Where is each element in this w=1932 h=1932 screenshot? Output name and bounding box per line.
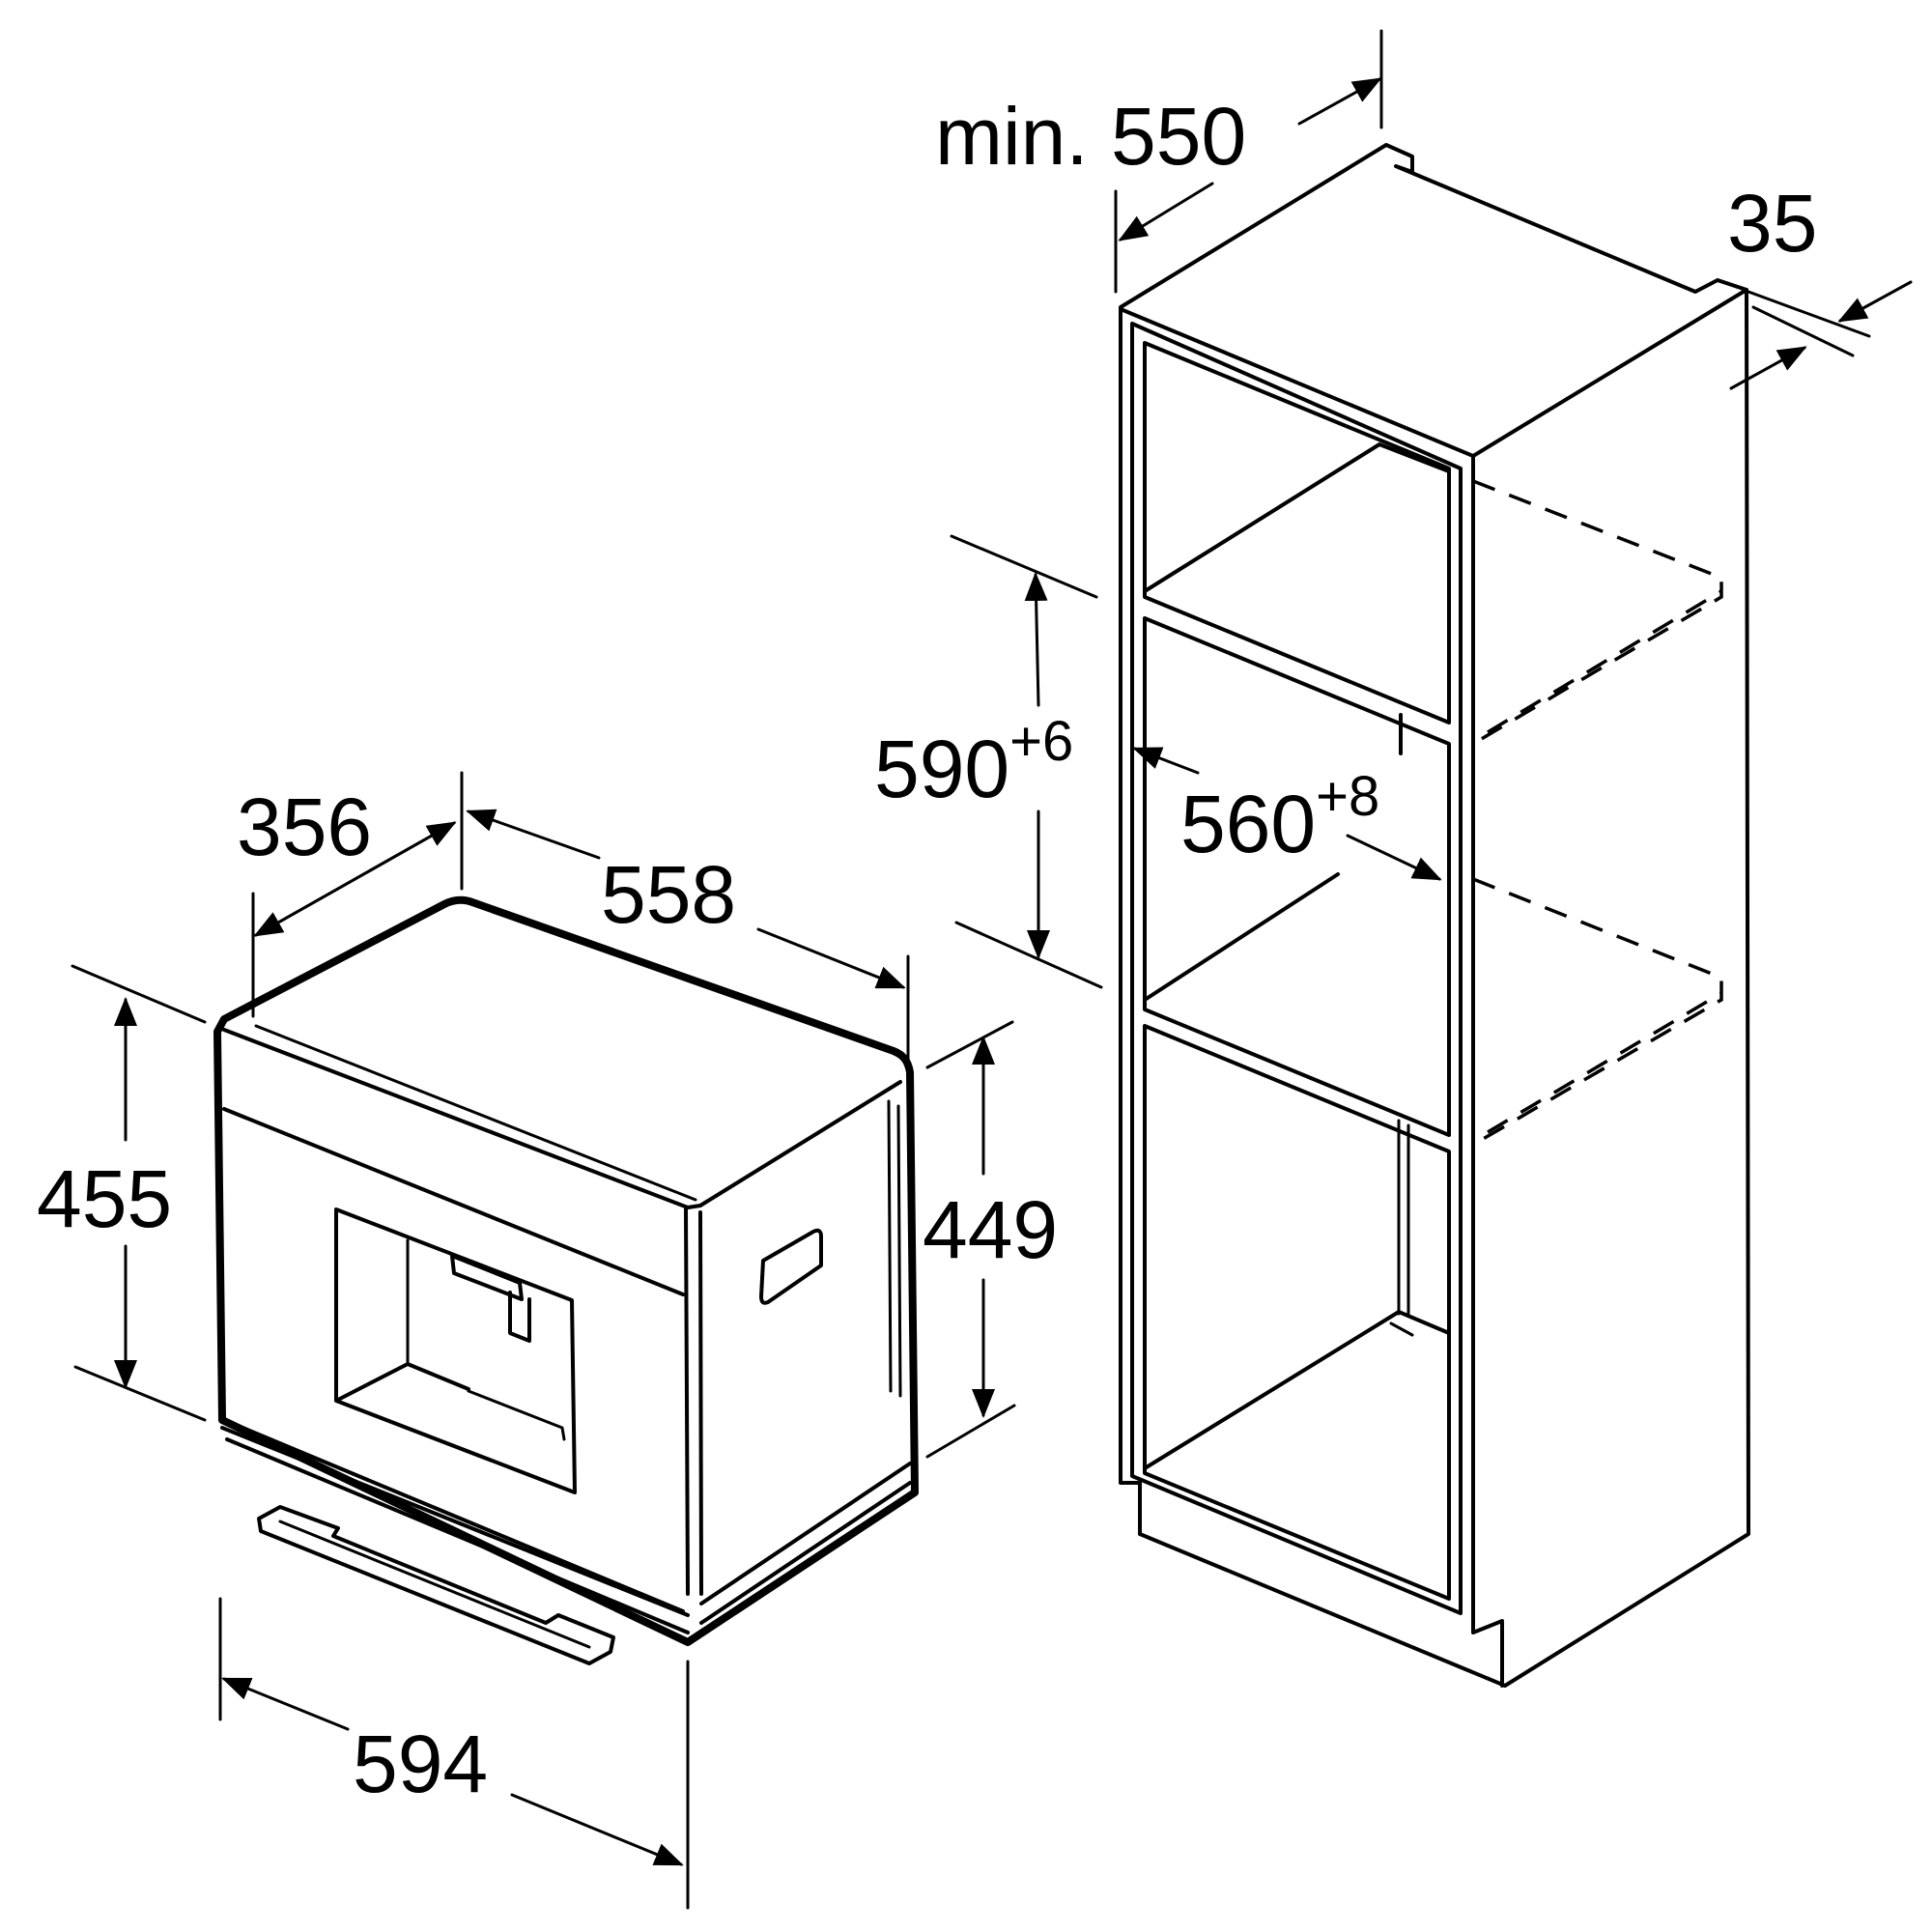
dim-558-line-b bbox=[756, 927, 906, 989]
dim-560-line-a bbox=[1132, 747, 1200, 775]
dim-590-label: 590+6 bbox=[874, 710, 1073, 814]
cabinet-upper-niche bbox=[1143, 341, 1451, 724]
cabinet-drawing bbox=[1119, 143, 1750, 1688]
dim-35-label: 35 bbox=[1727, 178, 1817, 269]
dim-356-label: 356 bbox=[237, 781, 372, 872]
dim-560-line-b bbox=[1346, 834, 1442, 881]
appliance-side-panel bbox=[887, 1099, 902, 1398]
appliance-dispenser-opening bbox=[334, 1208, 577, 1494]
dim-590-base: 590 bbox=[874, 724, 1009, 814]
dim-590-line-a bbox=[1024, 572, 1048, 707]
dim-449-label: 449 bbox=[923, 1184, 1058, 1275]
cabinet-lower-divider bbox=[1389, 1119, 1414, 1337]
appliance-top-edge bbox=[222, 1028, 902, 1209]
dim-558-line-a bbox=[466, 809, 601, 860]
dim-590-tolerance: +6 bbox=[1009, 710, 1073, 773]
appliance-dispenser-back bbox=[406, 1238, 566, 1441]
appliance-front-panel bbox=[222, 1107, 703, 1613]
cabinet-middle-niche bbox=[1143, 616, 1451, 1137]
appliance-drawing bbox=[213, 895, 919, 1665]
cabinet-hidden-edges bbox=[1472, 479, 1723, 1147]
appliance-top-rim bbox=[254, 1024, 697, 1202]
dim-550-line-a bbox=[1297, 77, 1382, 126]
appliance-outline bbox=[213, 895, 919, 1646]
dim-560-label: 560+8 bbox=[1180, 765, 1379, 869]
dim-449-ext bbox=[925, 1020, 1016, 1459]
cabinet-inner-frame bbox=[1130, 322, 1463, 1615]
dim-550-label: min. 550 bbox=[935, 91, 1246, 182]
appliance-drawer-side bbox=[699, 1462, 912, 1625]
dim-550-line-b bbox=[1118, 182, 1214, 242]
cabinet-front-right bbox=[1471, 454, 1504, 1688]
dim-35-ext bbox=[1747, 290, 1871, 357]
appliance-handle-detail bbox=[278, 1520, 591, 1649]
appliance-drawer-line bbox=[220, 1426, 690, 1634]
dim-455-label: 455 bbox=[37, 1153, 172, 1244]
cabinet-lower-niche bbox=[1143, 1024, 1451, 1601]
dim-560-tolerance: +8 bbox=[1316, 765, 1379, 828]
appliance-side-grip bbox=[759, 1228, 823, 1305]
dim-455-ext bbox=[71, 964, 207, 1422]
dim-594-ext bbox=[218, 1597, 690, 1910]
cabinet-dimensions: min. 550 35 590+6 560+8 bbox=[874, 29, 1913, 989]
dim-594-line-a bbox=[221, 1677, 350, 1731]
appliance-dimensions: 356 558 455 449 594 bbox=[37, 771, 1058, 1910]
dim-594-label: 594 bbox=[353, 1719, 488, 1809]
dim-356-ext bbox=[251, 771, 464, 1018]
dim-558-label: 558 bbox=[601, 849, 736, 940]
appliance-drawer-handle bbox=[257, 1505, 615, 1665]
cabinet-outline bbox=[1119, 143, 1750, 1688]
dim-35-line-a bbox=[1837, 280, 1913, 323]
dim-35-line-b bbox=[1729, 346, 1807, 390]
dim-594-line-b bbox=[510, 1793, 684, 1866]
appliance-spout bbox=[450, 1254, 531, 1343]
dim-560-base: 560 bbox=[1180, 779, 1316, 869]
